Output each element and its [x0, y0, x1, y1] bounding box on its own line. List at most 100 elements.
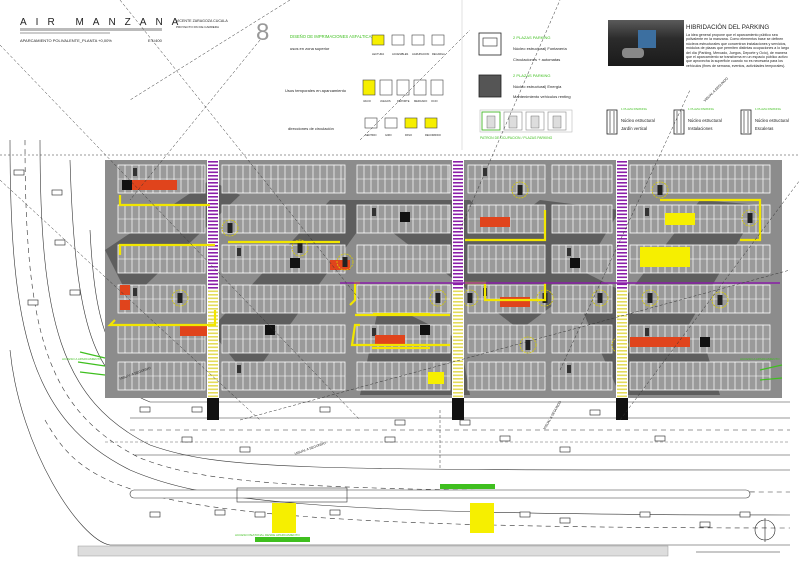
zebra-stripe: [208, 196, 218, 198]
zebra-stripe: [617, 329, 627, 331]
core-circle: [291, 239, 309, 257]
zebra-stripe: [617, 224, 627, 226]
module-line: Núcleo estructural: [688, 118, 722, 123]
zebra-stripe: [453, 241, 463, 244]
parked-car: [567, 365, 571, 373]
zebra-stripe: [617, 199, 627, 202]
zebra-stripe: [453, 290, 463, 293]
car-icon: [519, 511, 531, 518]
legend-icon: [371, 34, 385, 46]
zebra-stripe: [208, 227, 218, 230]
car-icon: [149, 511, 161, 518]
car-icon: [654, 435, 666, 442]
sight-label: VISUAL A SEGUNDO: [703, 76, 729, 102]
car-icon: [214, 509, 226, 516]
zebra-stripe: [453, 364, 463, 366]
zebra-stripe: [453, 178, 463, 181]
pedestrian-crossing: [272, 503, 296, 533]
legend-item-label: SENTIDO: [365, 133, 377, 137]
zebra-stripe: [208, 273, 218, 275]
module-line: Núcleo estructural: [621, 118, 655, 123]
access-label: ACCESO A APARCAMIENTO: [62, 357, 102, 361]
pattern-car: [486, 115, 496, 129]
parked-car: [372, 208, 376, 216]
zebra-stripe: [617, 325, 627, 328]
module-line: Circulaciones + automatas: [513, 57, 560, 62]
zebra-stripe: [208, 206, 218, 209]
hibridacion-text: La idea general propone que el aparcamie…: [686, 33, 790, 68]
legend-title: DISEÑO DE IMPRIMACIONES ASFALTICAS: [290, 34, 374, 39]
crossing-entry: [452, 398, 464, 420]
zebra-stripe: [617, 206, 627, 209]
zebra-stripe: [453, 308, 463, 310]
zebra-stripe: [617, 234, 627, 237]
zebra-stripe: [617, 378, 627, 380]
parking-row-block: [629, 204, 771, 234]
zebra-stripe: [617, 388, 627, 391]
zebra-stripe: [617, 182, 627, 184]
bus-stop: [236, 487, 348, 503]
zebra-stripe: [208, 332, 218, 335]
zebra-stripe: [208, 241, 218, 244]
legend-icon: [431, 34, 445, 46]
zebra-stripe: [453, 395, 463, 398]
parking-row-block: [551, 204, 613, 234]
zebra-stripe: [208, 161, 218, 163]
parking-row-block: [221, 284, 346, 314]
zebra-stripe: [617, 280, 627, 282]
zebra-stripe: [208, 175, 218, 177]
zebra-stripe: [453, 287, 463, 289]
zebra-stripe: [453, 217, 463, 219]
car-icon: [394, 419, 406, 426]
zebra-stripe: [617, 255, 627, 258]
car-icon: [13, 169, 25, 176]
parked-car: [133, 288, 137, 296]
core-icon: [717, 295, 723, 305]
legend-icon: [364, 117, 378, 129]
car-icon: [739, 511, 751, 518]
zebra-stripe: [208, 378, 218, 380]
zebra-stripe: [453, 378, 463, 380]
zebra-stripe: [453, 322, 463, 324]
zebra-stripe: [617, 238, 627, 240]
zebra-stripe: [208, 350, 218, 352]
zebra-stripe: [617, 322, 627, 324]
legend-item-label: DEPORTE: [397, 99, 410, 103]
zebra-stripe: [208, 311, 218, 314]
car-icon: [589, 409, 601, 416]
zebra-stripe: [453, 374, 463, 377]
core-circle: [171, 289, 189, 307]
pattern-bay: [547, 111, 567, 131]
sight-lines: [0, 0, 800, 470]
zebra-stripe: [208, 301, 218, 303]
core-icon: [647, 293, 653, 303]
module-drawing: [740, 109, 752, 135]
zebra-stripe: [208, 185, 218, 188]
zebra-stripe: [208, 199, 218, 202]
legend-row-label: direcciones de circulación: [288, 126, 334, 131]
zebra-stripe: [208, 189, 218, 191]
zebra-stripe: [617, 262, 627, 265]
core-circle: [591, 289, 609, 307]
zebra-stripe: [617, 385, 627, 387]
legend-icon: [379, 79, 393, 96]
zebra-stripe: [453, 367, 463, 370]
car-icon: [54, 239, 66, 246]
zebra-stripe: [617, 213, 627, 216]
zebra-stripe: [617, 273, 627, 275]
zebra-stripe: [453, 346, 463, 349]
sheet-subtitle: APARCAMIENTO POLIVALENTE_PLANTA +0,00%: [20, 38, 112, 43]
zebra-stripe: [617, 301, 627, 303]
core-icon: [597, 293, 603, 303]
zebra-stripe: [453, 332, 463, 335]
parking-photo: [608, 20, 684, 66]
zebra-stripe: [453, 203, 463, 205]
legend-icon: [362, 79, 376, 96]
zebra-stripe: [453, 318, 463, 321]
core-circle: [651, 181, 669, 199]
car-icon: [51, 189, 63, 196]
zebra-stripe: [208, 192, 218, 195]
module-line: Núcleo estructural| Fontanería: [513, 46, 568, 51]
core-circle: [221, 219, 239, 237]
parking-row-block: [117, 244, 206, 274]
